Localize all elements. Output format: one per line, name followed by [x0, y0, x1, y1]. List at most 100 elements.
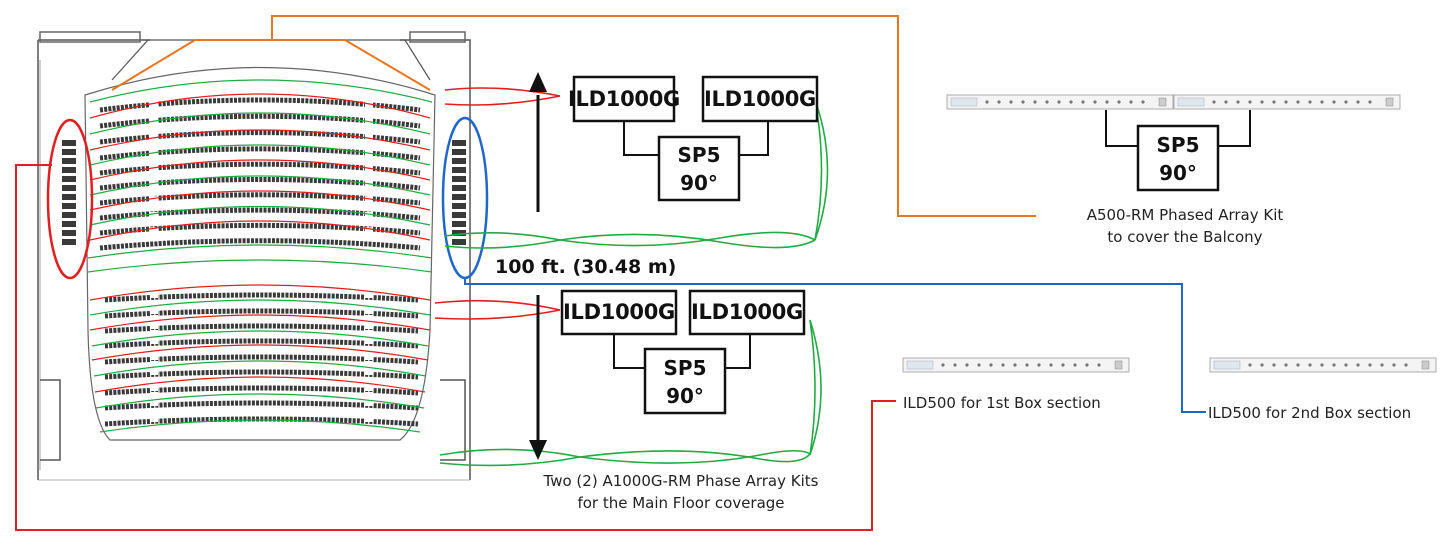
aisle-gap: [150, 196, 158, 211]
aisle-gap: [150, 392, 158, 406]
rack-knob: [941, 363, 945, 367]
rack-knob: [1272, 100, 1276, 104]
aisle-gap: [150, 133, 158, 148]
aisle-gap: [365, 84, 373, 98]
seat-row: [104, 400, 419, 411]
rack-knob: [1021, 100, 1025, 104]
aisle-gap: [150, 165, 158, 179]
aisle-gap: [365, 100, 373, 115]
aisle-gap: [150, 408, 158, 422]
rack-knob: [1308, 363, 1312, 367]
rack-knob: [1117, 100, 1121, 104]
aisle-gap: [150, 100, 158, 115]
aisle-gap: [365, 227, 373, 242]
bottom-sp5-name: SP5: [664, 356, 707, 380]
aisle-gap: [365, 392, 373, 406]
rack-knob: [1033, 100, 1037, 104]
box2-caption: ILD500 for 2nd Box section: [1208, 404, 1411, 422]
rack-knob: [1272, 363, 1276, 367]
rack-knob: [1045, 100, 1049, 104]
top-array-system: ILD1000G ILD1000G SP5 90°: [568, 75, 819, 202]
balcony-sp5-box: [1136, 124, 1220, 192]
rack-knob: [985, 100, 989, 104]
rack-unit-box1: [902, 357, 1130, 373]
rack-knob: [1013, 363, 1017, 367]
rack-knob: [989, 363, 993, 367]
rack-knob: [1009, 100, 1013, 104]
aisle-gap: [150, 180, 158, 195]
box-seat-left: [62, 176, 76, 182]
top-left-unit-label: ILD1000G: [568, 87, 680, 111]
rack-logo-plate: [906, 360, 934, 370]
rack-knob: [1368, 100, 1372, 104]
seat-row: [99, 207, 421, 221]
box-seat-left: [62, 221, 76, 227]
top-left-ild1000g-box: [572, 75, 676, 123]
rack-knob: [977, 363, 981, 367]
rack-unit-balcony-left: [946, 94, 1174, 110]
rack-knob: [1404, 363, 1408, 367]
rack-knob: [1057, 100, 1061, 104]
rack-knob: [1368, 363, 1372, 367]
top-sp5-name: SP5: [678, 143, 721, 167]
rack-knob: [1344, 363, 1348, 367]
rack-knob: [1332, 363, 1336, 367]
rack-knob: [1248, 100, 1252, 104]
box-seat-left: [62, 194, 76, 200]
rack-knob: [1296, 100, 1300, 104]
aisle-gap: [365, 300, 373, 314]
bottom-right-ild1000g-box: [688, 289, 806, 336]
rack-knob: [1344, 100, 1348, 104]
aisle-gap: [150, 149, 158, 164]
box-seat-left: [62, 212, 76, 218]
box-seat-right: [452, 185, 466, 191]
seat-row: [104, 354, 419, 365]
rack-knob: [965, 363, 969, 367]
seat-row: [99, 192, 421, 206]
rack-knob: [1284, 100, 1288, 104]
box-seat-right: [452, 230, 466, 236]
rack-knob: [1001, 363, 1005, 367]
balcony-caption-line2: to cover the Balcony: [1107, 228, 1262, 246]
rack-knob: [1093, 100, 1097, 104]
aisle-gap: [150, 300, 158, 314]
box-seat-right: [452, 203, 466, 209]
rack-logo-plate: [1213, 360, 1241, 370]
box-seat-right: [452, 149, 466, 155]
rack-unit-box2: [1209, 357, 1437, 373]
bottom-array-system: ILD1000G ILD1000G SP5 90°: [560, 289, 806, 415]
seat-row: [99, 130, 421, 145]
rack-knob: [1212, 100, 1216, 104]
aisle-gap: [365, 408, 373, 422]
rack-knob: [1392, 363, 1396, 367]
rack-knob: [1073, 363, 1077, 367]
rack-knob: [1296, 363, 1300, 367]
seating-area-outline: [84, 66, 436, 441]
bottom-left-ild1000g-box: [560, 289, 678, 336]
rack-knob: [1069, 100, 1073, 104]
bottom-sp5-angle: 90°: [666, 384, 704, 408]
rack-knob: [1248, 363, 1252, 367]
seat-row: [104, 369, 419, 380]
box2-connector: [464, 278, 1206, 413]
seat-row: [99, 146, 421, 161]
balcony-connector: [111, 15, 1036, 217]
rack-knob: [1356, 100, 1360, 104]
main-floor-caption-line2: for the Main Floor coverage: [577, 494, 784, 512]
rack-knob: [1380, 363, 1384, 367]
rack-power-switch: [1385, 97, 1394, 107]
seat-row: [99, 177, 421, 191]
bottom-right-unit-label: ILD1000G: [691, 300, 803, 324]
rack-knob: [1224, 100, 1228, 104]
box-seat-right: [452, 239, 466, 245]
rack-knob: [1061, 363, 1065, 367]
bottom-left-unit-label: ILD1000G: [563, 300, 675, 324]
main-floor-coverage-lines: [87, 79, 433, 433]
aisle-gap: [150, 227, 158, 242]
rack-knob: [1025, 363, 1029, 367]
balcony-caption-line1: A500-RM Phased Array Kit: [1087, 206, 1284, 224]
rack-knob: [953, 363, 957, 367]
aisle-gap: [150, 377, 158, 391]
rack-power-switch: [1114, 360, 1123, 370]
box-seat-right: [452, 140, 466, 146]
